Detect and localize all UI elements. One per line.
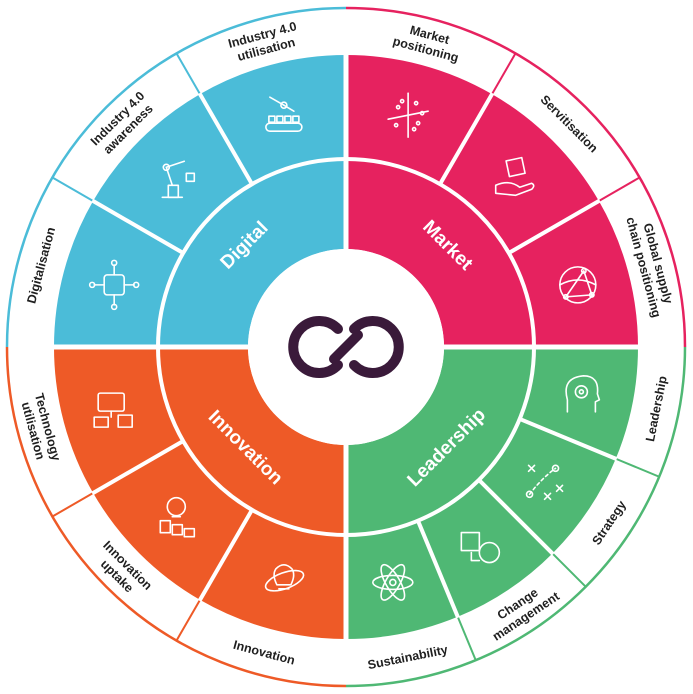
digital-inner-band[interactable] bbox=[158, 159, 346, 347]
hand-box-icon bbox=[494, 156, 535, 197]
innovation-outer-arc bbox=[5, 346, 347, 688]
leadership-segment-tile[interactable] bbox=[417, 479, 553, 617]
quadrant-leadership: LeadershipStrategyChangemanagementSustai… bbox=[345, 346, 687, 688]
market-inner-band[interactable] bbox=[346, 159, 534, 347]
head-gear-icon bbox=[565, 375, 601, 413]
infinity-link-icon bbox=[288, 316, 404, 378]
innovation-inner-band[interactable] bbox=[158, 347, 346, 535]
conveyor-robot-icon bbox=[265, 96, 303, 132]
leadership-inner-band[interactable] bbox=[346, 347, 534, 535]
robot-arm-icon bbox=[161, 160, 196, 199]
market-segment-tile[interactable] bbox=[508, 201, 638, 347]
circuit-chip-icon bbox=[88, 259, 140, 311]
ring-separator bbox=[156, 157, 536, 537]
shapes-change-icon bbox=[460, 531, 501, 564]
bulb-orbit-icon bbox=[264, 564, 305, 592]
market-segment-tile[interactable] bbox=[346, 55, 492, 185]
computer-tech-icon bbox=[93, 392, 133, 428]
globe-network-icon bbox=[559, 266, 597, 304]
innovation-segment-tile[interactable] bbox=[200, 509, 346, 639]
scatter-axes-icon bbox=[387, 92, 429, 138]
bulb-blocks-icon bbox=[159, 496, 196, 538]
leadership-segment-tile[interactable] bbox=[478, 418, 616, 554]
strategy-plan-icon bbox=[525, 464, 564, 501]
market-outer-arc bbox=[345, 6, 687, 348]
digital-segment-tile[interactable] bbox=[54, 201, 184, 347]
digital-segment-tile[interactable] bbox=[200, 55, 346, 185]
atom-icon bbox=[372, 563, 414, 601]
digital-outer-arc bbox=[5, 6, 347, 348]
